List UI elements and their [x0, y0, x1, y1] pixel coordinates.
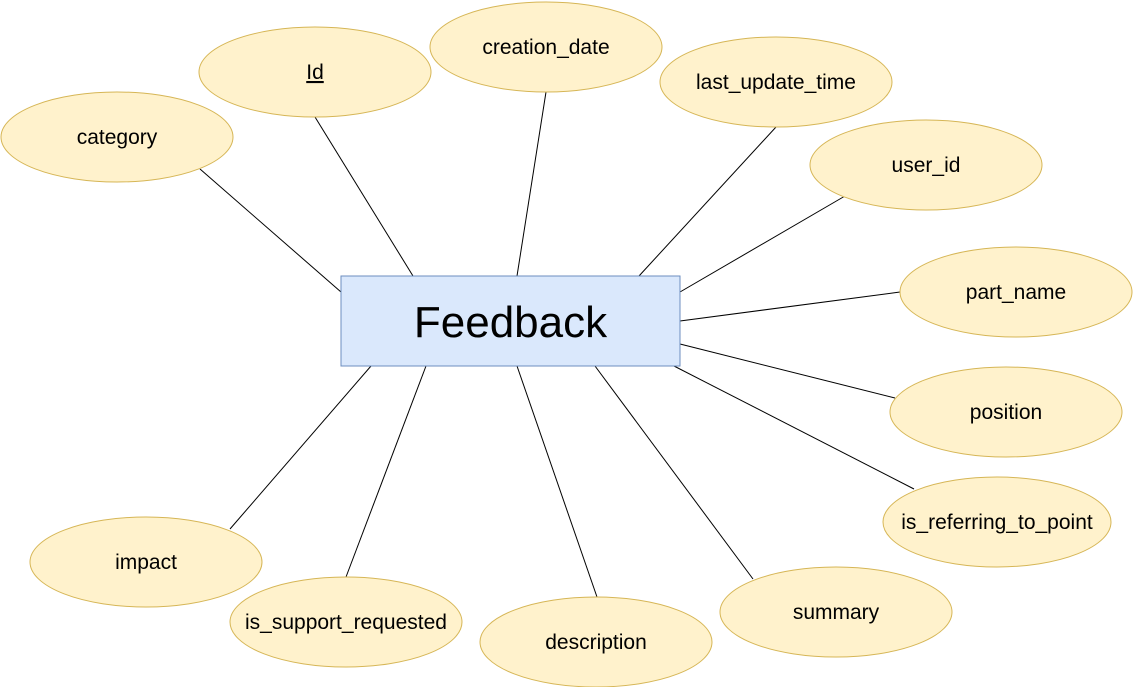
attribute-label: creation_date [482, 36, 609, 59]
attribute-is-support-requested[interactable]: is_support_requested [229, 576, 463, 668]
attribute-ellipse [889, 366, 1123, 458]
attribute-ellipse [229, 576, 463, 668]
connector-lines [199, 91, 915, 598]
connector-impact [229, 365, 372, 530]
attribute-part-name[interactable]: part_name [899, 246, 1133, 338]
connector-summary [594, 365, 754, 580]
attribute-label: is_referring_to_point [901, 511, 1093, 534]
attribute-ellipse [479, 596, 713, 687]
attribute-ellipse [29, 516, 263, 608]
attribute-position[interactable]: position [889, 366, 1123, 458]
attribute-label: position [970, 401, 1042, 424]
attribute-label: category [77, 126, 158, 149]
attribute-summary[interactable]: summary [719, 566, 953, 658]
attribute-ellipse [899, 246, 1133, 338]
connector-last-update-time [638, 126, 777, 277]
attribute-label: user_id [892, 154, 961, 177]
attribute-creation-date[interactable]: creation_date [429, 1, 663, 93]
connector-is-support-requested [345, 365, 427, 578]
attribute-ellipse [719, 566, 953, 658]
attribute-ellipse [659, 36, 893, 128]
attribute-description[interactable]: description [479, 596, 713, 687]
entity-name: Feedback [414, 298, 608, 347]
attribute-ellipse [0, 91, 234, 183]
attribute-category[interactable]: category [0, 91, 234, 183]
attribute-last-update-time[interactable]: last_update_time [659, 36, 893, 128]
connector-user-id [679, 195, 846, 293]
attribute-user-id[interactable]: user_id [809, 119, 1043, 211]
attribute-ellipse [809, 119, 1043, 211]
attribute-label: impact [115, 551, 177, 574]
attribute-label: Id [306, 61, 324, 84]
entity-feedback[interactable]: Feedback [340, 275, 681, 367]
attribute-label: summary [793, 601, 880, 624]
connector-id [314, 116, 414, 277]
entity-box [340, 275, 681, 367]
attribute-label: last_update_time [696, 71, 856, 94]
connector-part-name [679, 291, 901, 322]
connector-creation-date [516, 91, 547, 277]
attribute-label: is_support_requested [245, 611, 447, 634]
attribute-ellipse [882, 476, 1112, 568]
connector-category [199, 168, 342, 293]
attribute-label: description [545, 631, 647, 654]
attribute-ellipse [429, 1, 663, 93]
connector-is-referring-to-point [673, 365, 915, 490]
attribute-is-referring-to-point[interactable]: is_referring_to_point [882, 476, 1112, 568]
attribute-id[interactable]: Id [198, 26, 432, 118]
attribute-label: part_name [966, 281, 1066, 304]
attribute-impact[interactable]: impact [29, 516, 263, 608]
connector-description [516, 365, 598, 598]
attribute-ellipse [198, 26, 432, 118]
connector-position [679, 343, 896, 399]
